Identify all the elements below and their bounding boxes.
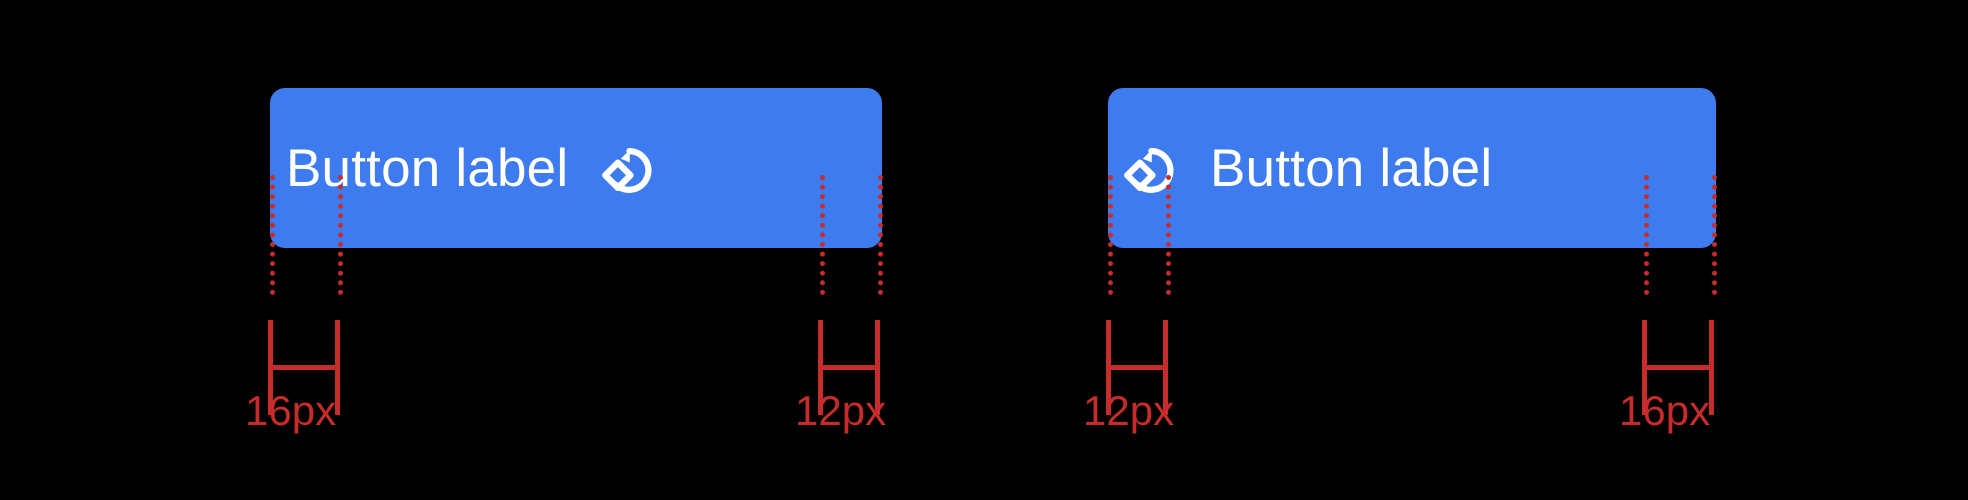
dimension-marker — [268, 320, 340, 415]
dimension-bar — [1642, 365, 1714, 370]
guide-line — [878, 175, 883, 295]
dimension-cap — [1163, 320, 1168, 415]
guide-line — [1166, 175, 1171, 295]
dimension-cap — [335, 320, 340, 415]
dimension-label: 16px — [1619, 387, 1711, 434]
dimension-bar — [818, 365, 880, 370]
button-label: Button label — [1210, 138, 1493, 198]
dimension-label: 12px — [795, 387, 887, 434]
dimension-marker — [1642, 320, 1714, 415]
rotate-diamond-icon — [602, 147, 652, 193]
dimension-bar — [1106, 365, 1168, 370]
dimension-marker — [818, 320, 880, 415]
button-icon-leading[interactable]: Button label — [1108, 88, 1716, 248]
button-icon-trailing[interactable]: Button label — [270, 88, 882, 248]
dimension-cap — [1709, 320, 1714, 415]
guide-line — [270, 175, 275, 295]
dimension-cap — [875, 320, 880, 415]
dimension-marker — [1106, 320, 1168, 415]
dimension-label: 12px — [1083, 387, 1175, 434]
dimension-label: 16px — [245, 387, 337, 434]
dimension-bar — [268, 365, 340, 370]
guide-line — [338, 175, 343, 295]
guide-line — [1108, 175, 1113, 295]
rotate-diamond-icon — [1124, 147, 1174, 193]
guide-line — [820, 175, 825, 295]
guide-line — [1644, 175, 1649, 295]
guide-line — [1712, 175, 1717, 295]
button-label: Button label — [286, 138, 569, 198]
